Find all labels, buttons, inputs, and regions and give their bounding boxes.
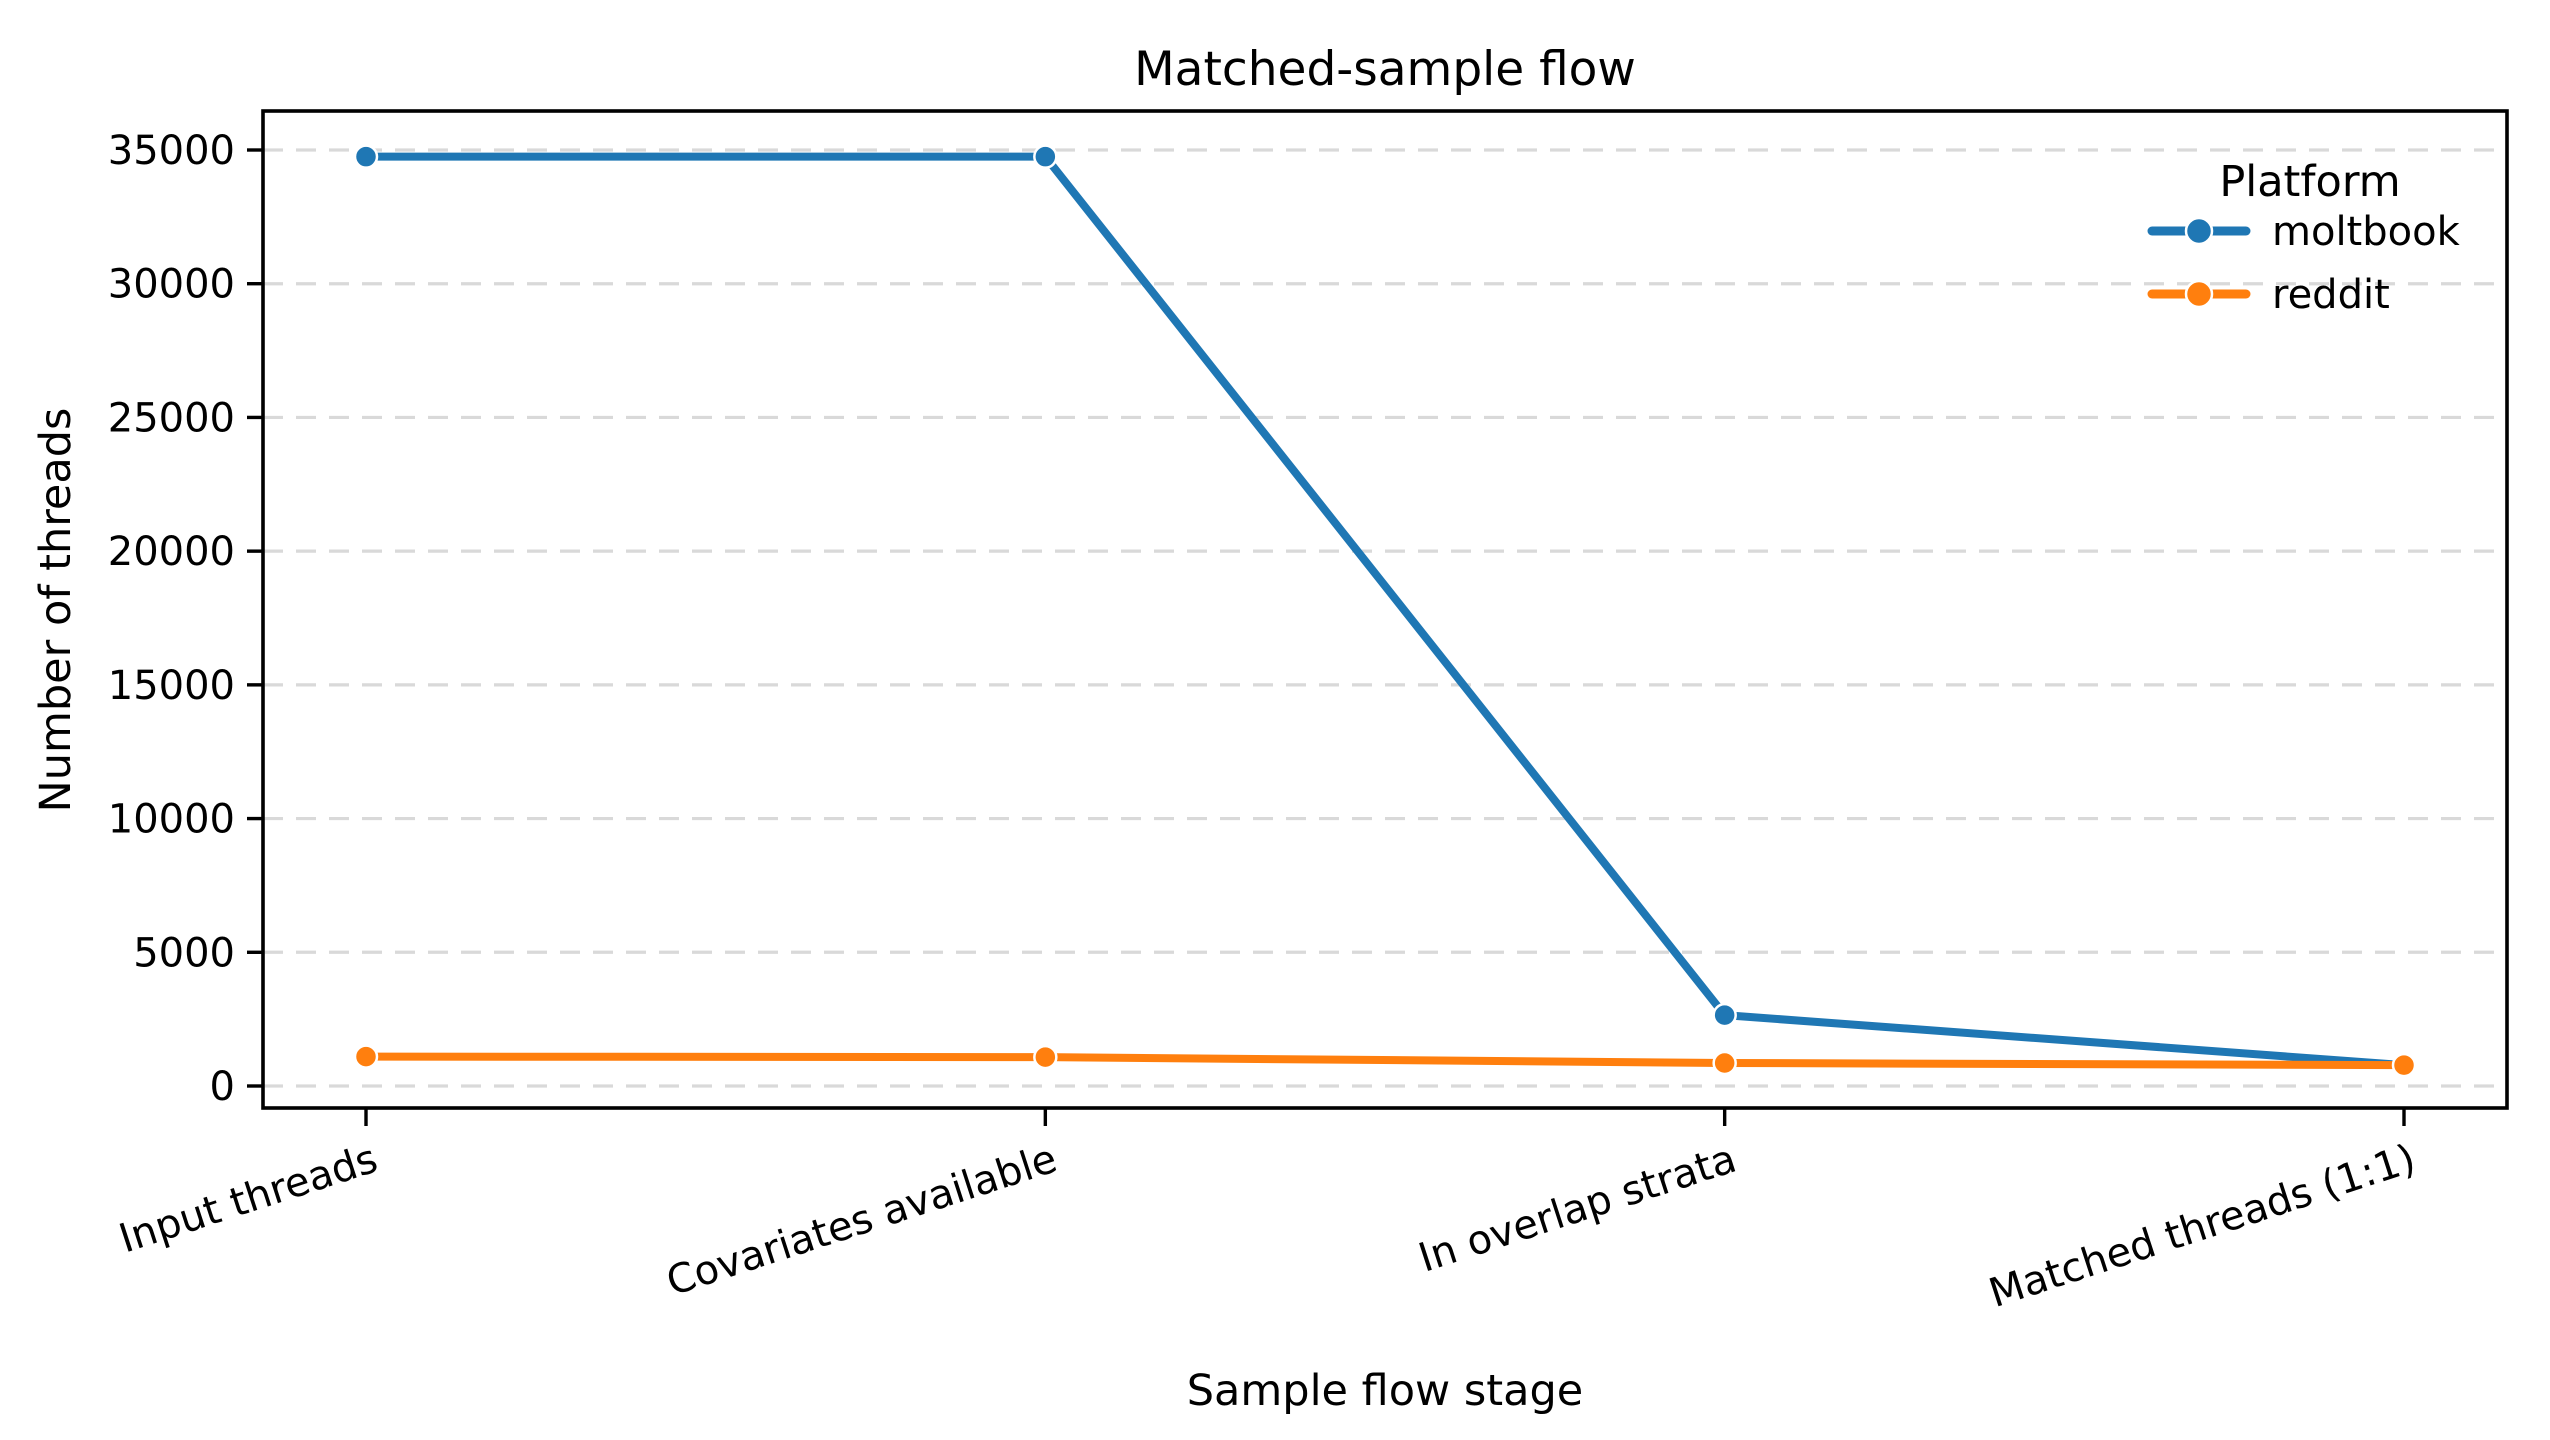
data-point-moltbook <box>353 144 379 169</box>
data-point-reddit <box>1712 1050 1737 1076</box>
series-line-reddit <box>362 1052 2408 1070</box>
data-point-moltbook <box>1033 144 1058 169</box>
grid-layer <box>263 148 2507 1088</box>
x-tick-label: Input threads <box>114 1136 383 1263</box>
legend-swatch-marker-moltbook <box>2184 216 2214 246</box>
x-tick-label: Matched threads (1:1) <box>1984 1136 2421 1317</box>
data-point-reddit <box>1033 1044 1058 1070</box>
legend-title: Platform <box>2219 157 2400 207</box>
series-layer <box>353 144 2417 1078</box>
y-axis-label: Number of threads <box>31 408 81 813</box>
axes-spines <box>261 109 2509 1110</box>
x-axis-ticks: Input threads Covariates available In over… <box>114 1108 2421 1317</box>
legend-rows: moltbook reddit <box>2147 209 2461 318</box>
legend: Platform moltbook reddit <box>2147 157 2461 318</box>
y-tick-label: 5000 <box>133 930 235 976</box>
legend-label-moltbook: moltbook <box>2272 209 2461 255</box>
y-tick-label: 30000 <box>108 262 235 308</box>
y-axis-ticks: 0 5000 10000 15000 20000 25000 30000 35000 <box>108 128 263 1110</box>
data-point-reddit <box>2391 1052 2417 1078</box>
y-tick-label: 25000 <box>108 395 235 441</box>
chart-title: Matched-sample flow <box>1134 42 1636 97</box>
legend-swatch-marker-reddit <box>2184 279 2214 309</box>
x-axis-label: Sample flow stage <box>1187 1366 1584 1416</box>
y-tick-label: 35000 <box>108 128 235 174</box>
x-tick-label: Covariates available <box>661 1136 1062 1306</box>
y-tick-label: 15000 <box>108 663 235 709</box>
data-point-reddit <box>353 1044 379 1069</box>
x-tick-label: In overlap strata <box>1413 1136 1742 1282</box>
data-point-moltbook <box>1712 1002 1737 1028</box>
y-tick-label: 10000 <box>108 797 235 843</box>
y-tick-label: 20000 <box>108 529 235 575</box>
series-line-moltbook <box>362 152 2408 1070</box>
legend-label-reddit: reddit <box>2272 272 2390 318</box>
y-tick-label: 0 <box>210 1064 235 1110</box>
